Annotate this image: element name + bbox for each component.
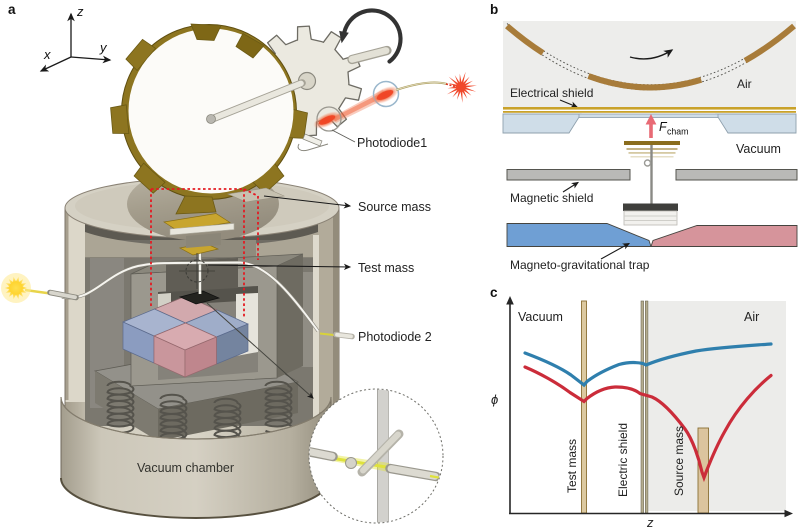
- svg-text:Vacuum: Vacuum: [518, 310, 563, 324]
- svg-text:a: a: [8, 2, 16, 17]
- svg-text:Electrical shield: Electrical shield: [510, 86, 593, 100]
- svg-text:x: x: [43, 47, 51, 62]
- svg-text:z: z: [76, 4, 84, 19]
- svg-text:Photodiode 2: Photodiode 2: [358, 330, 432, 344]
- svg-text:ϕ: ϕ: [491, 392, 498, 407]
- svg-text:Source mass: Source mass: [672, 426, 686, 496]
- svg-text:Source mass: Source mass: [358, 200, 431, 214]
- svg-text:Photodiode1: Photodiode1: [357, 136, 427, 150]
- svg-text:Magneto-gravitational trap: Magneto-gravitational trap: [510, 258, 650, 272]
- svg-text:Test mass: Test mass: [358, 261, 414, 275]
- svg-text:Magnetic shield: Magnetic shield: [510, 191, 593, 205]
- svg-text:Vacuum chamber: Vacuum chamber: [137, 461, 234, 475]
- svg-text:Air: Air: [744, 310, 759, 324]
- svg-text:cham: cham: [667, 127, 689, 137]
- svg-text:z: z: [646, 515, 654, 530]
- svg-text:b: b: [490, 2, 498, 17]
- svg-text:Vacuum: Vacuum: [736, 142, 781, 156]
- svg-text:y: y: [99, 40, 108, 55]
- svg-text:Electric shield: Electric shield: [616, 423, 630, 497]
- svg-text:Test mass: Test mass: [565, 439, 579, 493]
- svg-text:F: F: [659, 120, 668, 134]
- svg-text:c: c: [490, 285, 498, 300]
- svg-text:Air: Air: [737, 77, 752, 91]
